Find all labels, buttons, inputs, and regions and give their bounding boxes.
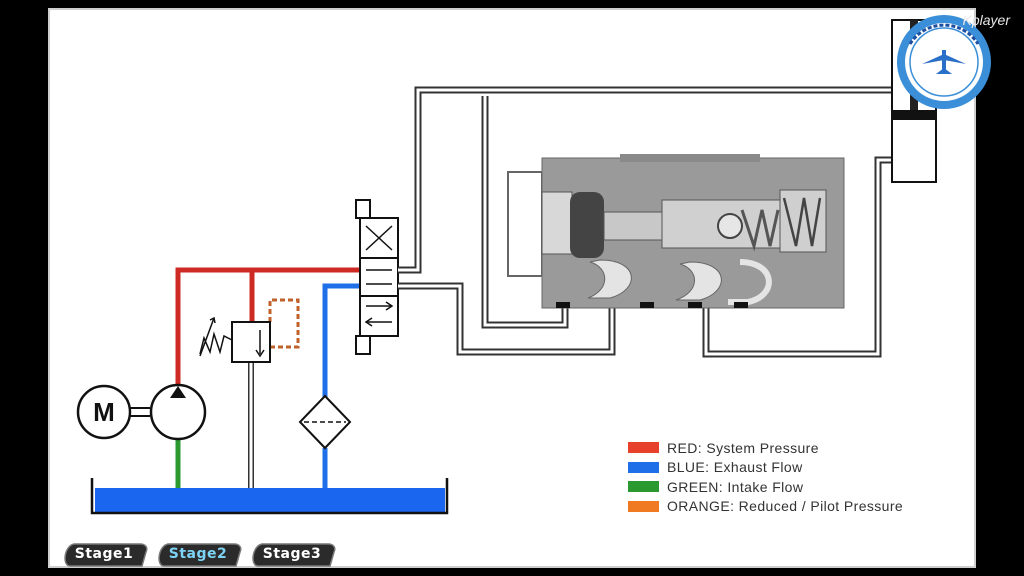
tab-stage3[interactable]: Stage3 [248,540,336,568]
tab-label: Stage3 [262,546,322,562]
legend: RED: System Pressure BLUE: Exhaust Flow … [628,438,903,516]
legend-swatch-green [628,481,659,493]
legend-item: GREEN: Intake Flow [628,477,903,497]
legend-item: ORANGE: Reduced / Pilot Pressure [628,497,903,517]
stage-tabs: Stage1 Stage2 Stage3 [60,540,336,568]
connecting-pipes [398,86,892,358]
player-watermark: Kplayer [962,12,1010,28]
pressure-lines [175,267,360,392]
exhaust-line [322,283,360,488]
legend-item: BLUE: Exhaust Flow [628,458,903,478]
valve-cutaway [507,154,845,309]
filter [298,394,352,450]
legend-text: RED: System Pressure [667,439,819,456]
motor-label: M [93,397,115,427]
tab-label: Stage1 [74,546,134,562]
legend-text: BLUE: Exhaust Flow [667,459,803,476]
legend-item: RED: System Pressure [628,438,903,458]
legend-swatch-orange [628,500,659,512]
motor [76,384,150,440]
pump [149,383,207,441]
reservoir [90,478,449,515]
pilot-line [268,298,300,349]
tab-label: Stage2 [168,546,228,562]
seal-logo [897,15,991,109]
legend-text: ORANGE: Reduced / Pilot Pressure [667,498,904,515]
tab-stage1[interactable]: Stage1 [60,540,148,568]
legend-text: GREEN: Intake Flow [667,478,804,495]
legend-swatch-red [628,442,659,454]
legend-swatch-blue [628,461,659,473]
tab-stage2[interactable]: Stage2 [154,540,242,568]
directional-valve [355,199,399,355]
relief-valve [199,316,271,363]
